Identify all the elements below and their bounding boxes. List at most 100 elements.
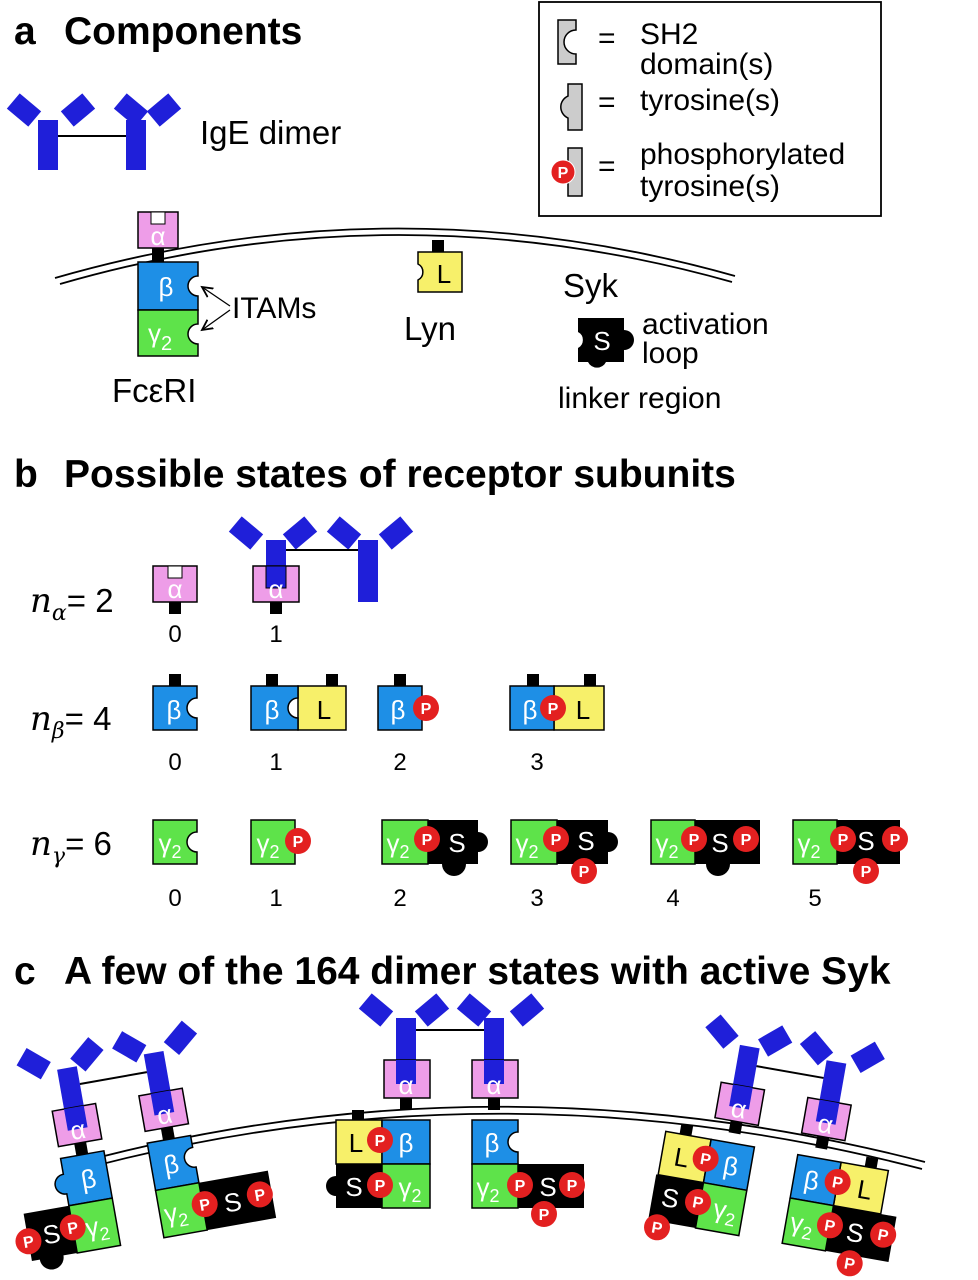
svg-text:P: P bbox=[375, 1178, 386, 1195]
svg-text:γ2: γ2 bbox=[655, 828, 678, 862]
gamma-state-1: γ2 P bbox=[250, 819, 311, 865]
gamma-state-3: γ2 P S P bbox=[510, 819, 618, 884]
panel-a-letter: a bbox=[14, 10, 36, 53]
svg-text:β: β bbox=[159, 272, 174, 302]
svg-text:P: P bbox=[551, 832, 562, 849]
svg-text:β: β bbox=[523, 695, 538, 725]
beta-state-0-num: 0 bbox=[168, 749, 181, 776]
svg-text:P: P bbox=[421, 701, 432, 718]
gamma-state-0-num: 0 bbox=[168, 885, 181, 912]
svg-text:P: P bbox=[650, 1219, 664, 1238]
svg-text:P: P bbox=[876, 1227, 890, 1246]
svg-text:P: P bbox=[539, 1207, 550, 1224]
svg-text:β: β bbox=[721, 1150, 741, 1182]
svg-text:P: P bbox=[579, 864, 590, 881]
svg-text:β: β bbox=[265, 695, 280, 725]
svg-text:α: α bbox=[68, 1114, 88, 1146]
panel-c-letter: c bbox=[14, 950, 36, 993]
svg-text:S: S bbox=[222, 1186, 244, 1219]
beta-state-1: β L bbox=[250, 674, 347, 731]
svg-text:P: P bbox=[548, 701, 559, 718]
itam-arrow-upper bbox=[202, 287, 231, 307]
svg-text:γ2: γ2 bbox=[787, 1207, 816, 1244]
svg-text:P: P bbox=[699, 1151, 713, 1170]
svg-text:S: S bbox=[711, 828, 728, 858]
dimer-right: α L β P γ2 S P P α L β bbox=[644, 1014, 897, 1277]
legend-phos-line1: phosphorylated bbox=[640, 138, 845, 171]
svg-text:γ2: γ2 bbox=[148, 318, 172, 355]
svg-text:γ2: γ2 bbox=[515, 828, 538, 862]
svg-text:P: P bbox=[843, 1255, 857, 1274]
legend-sh2-line1: SH2 bbox=[640, 18, 698, 51]
dimer-middle: α L β P γ2 S P α β γ2 P bbox=[326, 993, 585, 1227]
svg-text:S: S bbox=[659, 1182, 681, 1215]
gamma-state-5: γ2 P S P P bbox=[792, 819, 908, 884]
fceri-receptor-icon: α β γ2 bbox=[137, 211, 199, 357]
alpha-state-0: α bbox=[152, 565, 198, 614]
gamma-state-2-num: 2 bbox=[393, 885, 406, 912]
beta-state-3: β P L bbox=[509, 674, 605, 731]
svg-text:P: P bbox=[838, 832, 849, 849]
svg-text:S: S bbox=[844, 1216, 866, 1249]
phosphorylated-tyrosine-icon: P bbox=[550, 147, 583, 197]
sh2-domain-icon bbox=[557, 19, 577, 65]
svg-text:γ2: γ2 bbox=[398, 1172, 421, 1206]
svg-text:P: P bbox=[567, 1178, 578, 1195]
svg-text:L: L bbox=[317, 695, 331, 725]
svg-text:S: S bbox=[40, 1218, 62, 1251]
panel-c-heading: A few of the 164 dimer states with activ… bbox=[64, 950, 891, 993]
svg-text:L: L bbox=[672, 1141, 691, 1173]
legend: = SH2 domain(s) = tyrosine(s) P = phosph… bbox=[538, 1, 882, 217]
itam-arrow-lower bbox=[202, 309, 231, 330]
gamma-state-0: γ2 bbox=[152, 819, 198, 865]
syk-label: Syk bbox=[563, 267, 619, 304]
svg-text:γ2: γ2 bbox=[710, 1193, 739, 1230]
svg-text:β: β bbox=[167, 695, 182, 725]
svg-text:α: α bbox=[398, 1070, 413, 1100]
beta-state-0: β bbox=[152, 674, 198, 731]
activation-loop-label-2: loop bbox=[642, 337, 699, 370]
beta-state-3-num: 3 bbox=[530, 749, 543, 776]
legend-phos-line2: tyrosine(s) bbox=[640, 170, 780, 203]
ige-dimer-icon bbox=[6, 93, 182, 170]
gamma-state-4-num: 4 bbox=[666, 885, 679, 912]
svg-text:=: = bbox=[598, 86, 616, 119]
svg-text:S: S bbox=[539, 1172, 556, 1202]
svg-text:P: P bbox=[558, 165, 569, 182]
svg-text:S: S bbox=[593, 326, 610, 356]
membrane-a bbox=[54, 227, 736, 279]
linker-region-label: linker region bbox=[558, 382, 721, 415]
n-beta-label: nβ= 4 bbox=[30, 699, 111, 744]
svg-text:L: L bbox=[855, 1174, 874, 1206]
syk-icon: S bbox=[578, 318, 634, 368]
svg-text:P: P bbox=[689, 832, 700, 849]
gamma-state-5-num: 5 bbox=[808, 885, 821, 912]
svg-text:β: β bbox=[391, 695, 406, 725]
alpha-state-1-num: 1 bbox=[269, 621, 282, 648]
svg-text:β: β bbox=[802, 1164, 822, 1196]
beta-state-2-num: 2 bbox=[393, 749, 406, 776]
svg-text:α: α bbox=[268, 574, 283, 604]
svg-text:=: = bbox=[598, 150, 616, 183]
svg-text:α: α bbox=[150, 221, 165, 251]
n-alpha-label: nα= 2 bbox=[30, 581, 114, 626]
svg-text:P: P bbox=[515, 1178, 526, 1195]
svg-text:P: P bbox=[831, 1174, 845, 1193]
svg-text:γ2: γ2 bbox=[797, 828, 820, 862]
lyn-label: Lyn bbox=[404, 310, 456, 347]
state-numbers: 0 1 0 1 2 3 0 1 2 3 4 5 bbox=[168, 621, 821, 912]
ige-dimer-label: IgE dimer bbox=[200, 114, 341, 151]
svg-text:α: α bbox=[155, 1099, 175, 1131]
svg-text:γ2: γ2 bbox=[83, 1209, 112, 1246]
svg-text:β: β bbox=[485, 1128, 500, 1158]
svg-text:L: L bbox=[349, 1128, 363, 1158]
alpha-state-0-num: 0 bbox=[168, 621, 181, 648]
svg-text:=: = bbox=[598, 22, 616, 55]
dimer-left: α β γ2 S P P α β γ2 P S P bbox=[15, 1020, 277, 1270]
svg-text:α: α bbox=[729, 1093, 749, 1125]
legend-box bbox=[538, 1, 882, 217]
svg-text:α: α bbox=[486, 1070, 501, 1100]
legend-tyrosine: tyrosine(s) bbox=[640, 84, 780, 117]
svg-text:P: P bbox=[422, 832, 433, 849]
svg-text:β: β bbox=[161, 1148, 181, 1180]
